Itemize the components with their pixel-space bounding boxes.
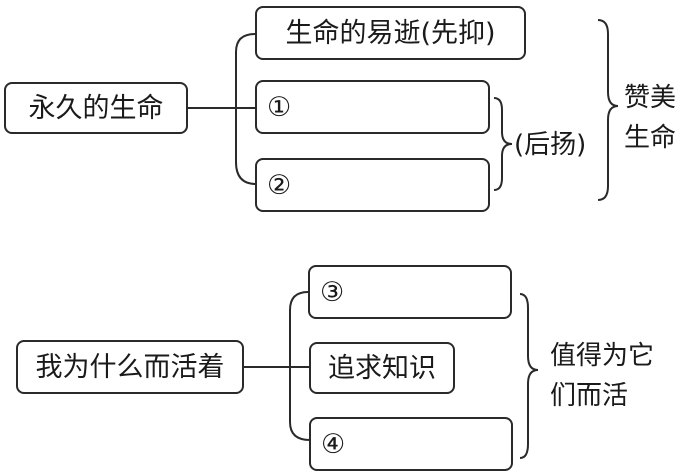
bottom-summary-line1: 值得为它 bbox=[550, 341, 655, 371]
top-branch-b-box: ① bbox=[255, 80, 490, 134]
top-branch-a-box: 生命的易逝(先抑) bbox=[255, 6, 526, 60]
bottom-branch-a-box: ③ bbox=[308, 265, 512, 319]
top-root-box: 永久的生命 bbox=[4, 82, 188, 134]
bottom-branch-b-box: 追求知识 bbox=[309, 342, 455, 394]
bottom-root-box: 我为什么而活着 bbox=[16, 340, 244, 394]
top-branch-bracket bbox=[235, 33, 257, 185]
top-branch-c-box: ② bbox=[255, 158, 490, 212]
top-outer-brace bbox=[597, 19, 619, 201]
bottom-summary-line2: 们而活 bbox=[550, 381, 629, 411]
bottom-branch-bracket bbox=[289, 291, 311, 441]
bottom-brace bbox=[519, 293, 539, 459]
top-summary-line1: 赞美 bbox=[624, 83, 677, 113]
top-group-label: (后扬) bbox=[514, 130, 587, 160]
bottom-branch-c-box: ④ bbox=[309, 417, 513, 471]
top-summary-line2: 生命 bbox=[624, 123, 677, 153]
top-inner-brace bbox=[493, 97, 513, 191]
